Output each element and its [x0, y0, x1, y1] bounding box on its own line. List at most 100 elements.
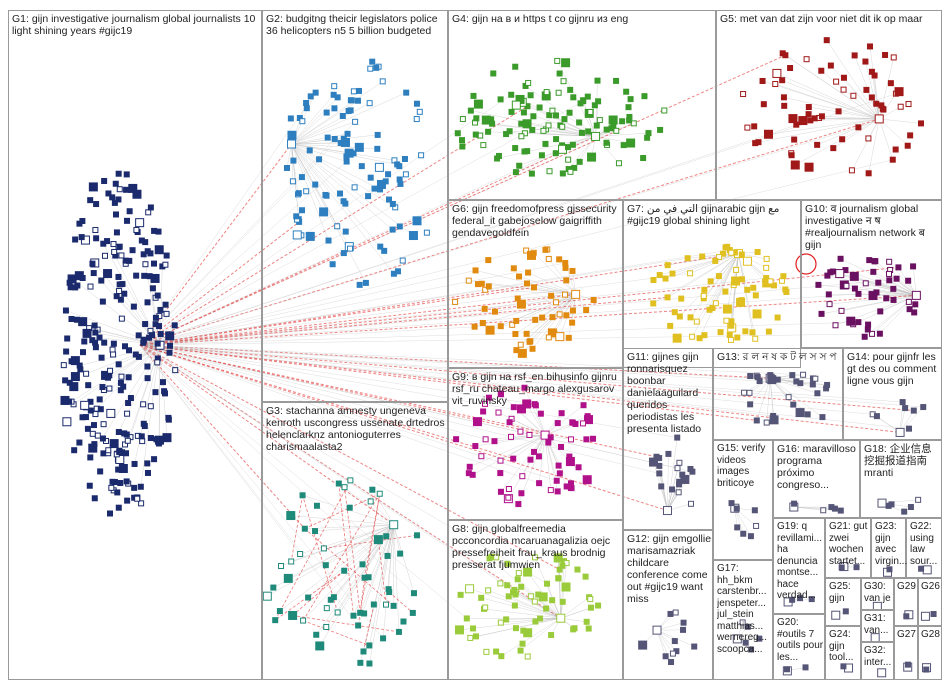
node-g5[interactable] — [850, 92, 857, 99]
node-g2[interactable] — [389, 200, 396, 207]
node-g4[interactable] — [559, 170, 566, 177]
node-g2[interactable] — [408, 231, 418, 241]
node-g7[interactable] — [722, 304, 732, 314]
node-g1[interactable] — [105, 190, 112, 197]
node-g11[interactable] — [665, 450, 672, 457]
node-g8[interactable] — [493, 648, 500, 655]
node-g5[interactable] — [851, 52, 858, 59]
node-g6[interactable] — [583, 307, 590, 314]
node-g7[interactable] — [752, 335, 759, 342]
node-g5[interactable] — [887, 80, 894, 87]
node-g9[interactable] — [580, 420, 587, 427]
node-g3[interactable] — [397, 550, 404, 557]
node-g8[interactable] — [465, 584, 475, 594]
node-g13[interactable] — [741, 389, 748, 396]
node-g3[interactable] — [366, 660, 373, 667]
node-g2[interactable] — [340, 198, 347, 205]
node-g1[interactable] — [70, 356, 80, 366]
node-g2[interactable] — [358, 163, 365, 170]
node-g2[interactable] — [340, 135, 347, 142]
node-g13[interactable] — [812, 375, 819, 382]
node-g1[interactable] — [60, 362, 67, 369]
node-g5[interactable] — [917, 120, 924, 127]
node-g7[interactable] — [687, 270, 694, 277]
node-g1[interactable] — [162, 301, 169, 308]
node-g7[interactable] — [750, 284, 757, 291]
node-g1[interactable] — [117, 387, 124, 394]
node-g1[interactable] — [71, 447, 78, 454]
node-g6[interactable] — [485, 257, 492, 264]
node-g4[interactable] — [585, 128, 592, 135]
node-g18[interactable] — [907, 504, 914, 511]
node-g1[interactable] — [116, 281, 123, 288]
node-g7[interactable] — [724, 243, 731, 250]
node-g10[interactable] — [865, 321, 872, 328]
node-g1[interactable] — [163, 252, 170, 259]
node-g2[interactable] — [354, 142, 364, 152]
node-g1[interactable] — [64, 335, 71, 342]
node-g4[interactable] — [620, 142, 627, 149]
node-g1[interactable] — [99, 384, 106, 391]
node-g1[interactable] — [80, 400, 90, 410]
node-g1[interactable] — [69, 382, 79, 392]
node-g4[interactable] — [595, 98, 602, 105]
node-g1[interactable] — [121, 430, 128, 437]
node-g2[interactable] — [373, 64, 380, 71]
node-g6[interactable] — [590, 296, 597, 303]
node-g8[interactable] — [512, 625, 519, 632]
node-g13[interactable] — [804, 411, 811, 418]
node-g1[interactable] — [111, 248, 118, 255]
node-g4[interactable] — [553, 136, 560, 143]
node-g1[interactable] — [76, 439, 83, 446]
node-g15[interactable] — [747, 533, 754, 540]
node-g5[interactable] — [827, 62, 834, 69]
node-g7[interactable] — [733, 266, 740, 273]
node-g1[interactable] — [99, 298, 106, 305]
node-g5[interactable] — [793, 121, 800, 128]
node-g9[interactable] — [508, 433, 515, 440]
node-g6[interactable] — [526, 338, 533, 345]
node-g6[interactable] — [491, 308, 498, 315]
node-g2[interactable] — [394, 268, 401, 275]
node-g26[interactable] — [920, 611, 930, 621]
node-g9[interactable] — [567, 484, 574, 491]
node-g4[interactable] — [657, 126, 664, 133]
node-g6[interactable] — [549, 314, 556, 321]
node-g7[interactable] — [650, 300, 657, 307]
node-g1[interactable] — [97, 468, 104, 475]
node-g14[interactable] — [895, 427, 905, 437]
node-g5[interactable] — [805, 111, 812, 118]
node-g8[interactable] — [532, 618, 539, 625]
node-g4[interactable] — [480, 142, 487, 149]
node-g6[interactable] — [569, 307, 576, 314]
node-g6[interactable] — [485, 325, 495, 335]
node-g2[interactable] — [292, 230, 302, 240]
node-g3[interactable] — [386, 589, 393, 596]
node-g9[interactable] — [472, 417, 482, 427]
node-g3[interactable] — [288, 558, 295, 565]
node-g10[interactable] — [871, 258, 878, 265]
node-g1[interactable] — [151, 456, 158, 463]
node-g6[interactable] — [471, 323, 478, 330]
node-g1[interactable] — [154, 245, 164, 255]
node-g1[interactable] — [85, 382, 92, 389]
node-g4[interactable] — [516, 162, 523, 169]
node-g13[interactable] — [800, 371, 807, 378]
node-g8[interactable] — [483, 648, 490, 655]
node-g13[interactable] — [769, 415, 779, 425]
node-g1[interactable] — [91, 322, 98, 329]
node-g1[interactable] — [144, 375, 151, 382]
node-g3[interactable] — [323, 605, 330, 612]
node-g8[interactable] — [518, 583, 525, 590]
node-g3[interactable] — [367, 498, 374, 505]
node-g4[interactable] — [459, 116, 466, 123]
node-g2[interactable] — [287, 115, 294, 122]
node-g8[interactable] — [570, 626, 577, 633]
node-g1[interactable] — [144, 363, 151, 370]
node-g3[interactable] — [305, 594, 312, 601]
node-g1[interactable] — [101, 339, 108, 346]
node-g2[interactable] — [284, 164, 291, 171]
node-g1[interactable] — [165, 416, 172, 423]
node-g3[interactable] — [286, 511, 296, 521]
node-g13[interactable] — [763, 419, 770, 426]
